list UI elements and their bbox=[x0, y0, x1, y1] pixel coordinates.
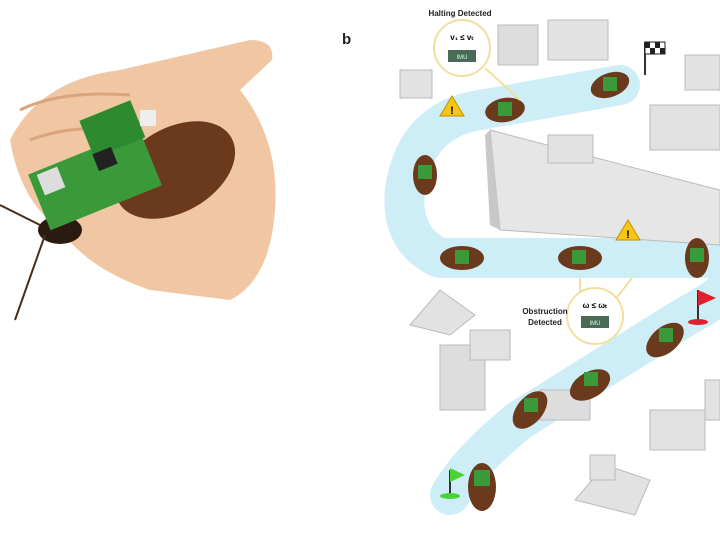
imu-label: IMU bbox=[457, 55, 468, 61]
obstruction-title-1: Obstruction bbox=[522, 307, 567, 316]
imu-chip-icon bbox=[448, 50, 476, 62]
halting-title: Halting Detected bbox=[428, 9, 491, 18]
start-flag-icon bbox=[440, 468, 465, 499]
warning-icon: ! bbox=[439, 95, 465, 117]
obstruction-callout: ω ≤ ωₜ IMU Obstruction Detected bbox=[522, 277, 633, 345]
obstacles bbox=[399, 19, 720, 516]
halting-condition: v₁ ≤ vₜ bbox=[450, 33, 474, 42]
imu-chip-icon bbox=[581, 316, 609, 328]
obstruction-title-2: Detected bbox=[528, 318, 562, 327]
goal-flag-icon bbox=[688, 290, 716, 325]
panel-label-b: b bbox=[342, 31, 351, 48]
warning-icon: ! bbox=[615, 219, 641, 241]
imu-label: IMU bbox=[590, 321, 601, 327]
checkered-flag-icon bbox=[644, 41, 666, 75]
svg-text:!: ! bbox=[626, 229, 630, 241]
circuit-board bbox=[28, 100, 162, 231]
obstruction-condition: ω ≤ ωₜ bbox=[583, 301, 608, 310]
svg-text:!: ! bbox=[450, 105, 454, 117]
photo-hand-with-cyborg-cockroach bbox=[0, 40, 276, 321]
cockroaches bbox=[413, 71, 709, 511]
halting-callout: Halting Detected v₁ ≤ vₜ IMU bbox=[428, 9, 521, 101]
